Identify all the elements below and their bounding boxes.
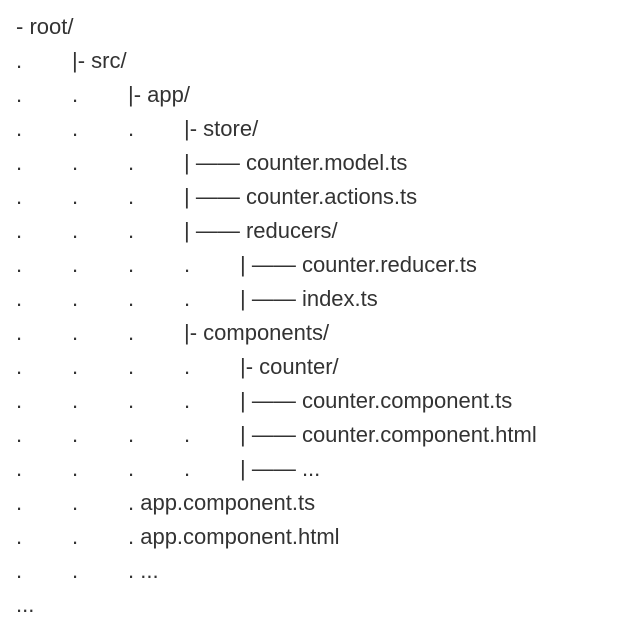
indent-dot: . [72,524,79,549]
indent-dot: . [16,82,23,107]
tree-entry-text: - root/ [16,14,74,39]
indent-dot: . [16,558,23,583]
indent-dot: . [72,320,79,345]
indent-dot: . [128,184,135,209]
indent-dot: . [72,354,79,379]
indent-dot: . [128,388,135,413]
indent-dot: . [128,320,135,345]
tree-entry-text: |- components/ [184,320,330,345]
indent-dot: . [16,320,23,345]
indent-dot: . [72,286,79,311]
indent-dot: . [184,252,191,277]
indent-dot: . [128,218,135,243]
indent-dot: . [128,354,135,379]
indent-dot: . [128,422,135,447]
indent-dot: . [128,150,135,175]
indent-dot: . [16,116,23,141]
tree-entry-text: |- store/ [184,116,259,141]
tree-entry-text: | —— counter.component.ts [240,388,513,413]
tree-entry-text: |- counter/ [240,354,339,379]
indent-dot: . [72,490,79,515]
indent-dot: . [184,456,191,481]
indent-dot: . [184,286,191,311]
indent-dot: . [72,218,79,243]
indent-dot: . [72,184,79,209]
indent-dot: . [16,456,23,481]
tree-entry-text: | —— ... [240,456,321,481]
tree-entry-text: | —— index.ts [240,286,378,311]
indent-dot: . [16,354,23,379]
tree-entry-text: ... [16,592,35,617]
indent-dot: . [184,388,191,413]
indent-dot: . [184,354,191,379]
tree-entry-text: . app.component.ts [128,490,316,515]
indent-dot: . [72,82,79,107]
indent-dot: . [16,524,23,549]
indent-dot: . [72,388,79,413]
tree-entry-text: | —— counter.actions.ts [184,184,418,209]
indent-dot: . [16,252,23,277]
indent-dot: . [16,422,23,447]
indent-dot: . [16,286,23,311]
indent-dot: . [72,116,79,141]
tree-entry-text: . app.component.html [128,524,340,549]
indent-dot: . [16,150,23,175]
indent-dot: . [72,456,79,481]
indent-dot: . [72,558,79,583]
indent-dot: . [72,252,79,277]
indent-dot: . [128,116,135,141]
tree-entry-text: |- app/ [128,82,190,107]
tree-entry-text: | —— counter.component.html [240,422,537,447]
indent-dot: . [16,48,23,73]
indent-dot: . [128,456,135,481]
indent-dot: . [16,490,23,515]
tree-entry-text: |- src/ [72,48,127,73]
indent-dot: . [16,388,23,413]
tree-entry-text: | —— reducers/ [184,218,338,243]
indent-dot: . [72,150,79,175]
tree-entry-text: | —— counter.model.ts [184,150,408,175]
indent-dot: . [128,286,135,311]
tree-entry-text: | —— counter.reducer.ts [240,252,477,277]
indent-dot: . [16,184,23,209]
indent-dot: . [72,422,79,447]
tree-entry-text: . ... [128,558,159,583]
indent-dot: . [16,218,23,243]
indent-dot: . [184,422,191,447]
indent-dot: . [128,252,135,277]
